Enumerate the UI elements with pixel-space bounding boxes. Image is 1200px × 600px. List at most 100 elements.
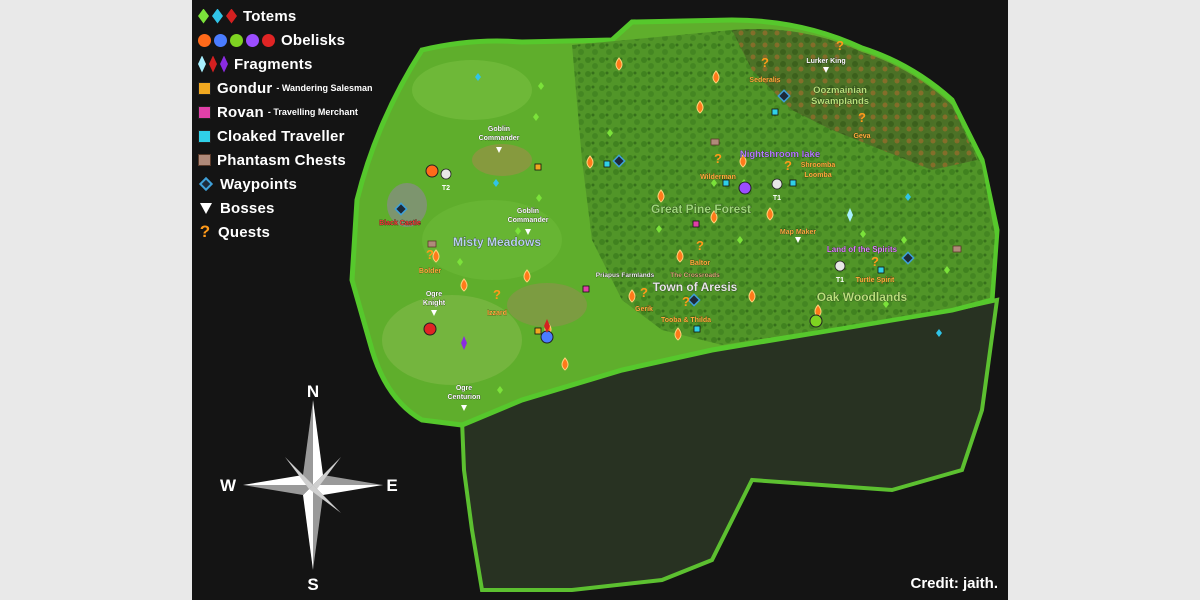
gondur-icon[interactable] — [534, 163, 542, 171]
green-totem-icon[interactable] — [656, 225, 662, 233]
boss-triangle-icon[interactable] — [525, 229, 531, 235]
obelisk-icon[interactable] — [809, 314, 823, 328]
gondur-square-icon — [198, 81, 211, 95]
rovan-icon[interactable] — [692, 220, 700, 228]
quest-tooba-thilda: Tooba & Thilda — [661, 317, 711, 324]
campfire-icon[interactable] — [696, 100, 704, 114]
skull-icon[interactable] — [834, 260, 846, 272]
cyan-totem-icon[interactable] — [493, 179, 499, 187]
boss-triangle-icon[interactable] — [431, 310, 437, 316]
quest-icon[interactable]: ? — [784, 158, 792, 173]
cyan-totem-icon[interactable] — [475, 73, 481, 81]
quest-icon[interactable]: ? — [871, 254, 879, 269]
compass-rose: N S E W — [220, 382, 398, 594]
rovan-icon[interactable] — [582, 285, 590, 293]
boss-goblin-commander-1-a: Goblin — [488, 126, 510, 133]
cloaked-traveller-icon[interactable] — [789, 179, 797, 187]
campfire-icon[interactable] — [766, 207, 774, 221]
red-obelisk-icon — [262, 33, 275, 47]
campfire-icon[interactable] — [586, 155, 594, 169]
chest-icon — [198, 154, 211, 166]
green-totem-icon[interactable] — [497, 386, 503, 394]
fragment-icon[interactable] — [544, 319, 550, 333]
cloaked-traveller-icon[interactable] — [771, 108, 779, 116]
chest-icon[interactable] — [710, 138, 720, 146]
green-totem-icon[interactable] — [860, 230, 866, 238]
cloaked-traveller-icon[interactable] — [877, 266, 885, 274]
quest-icon[interactable]: ? — [761, 55, 769, 70]
cyan-totem-icon[interactable] — [936, 329, 942, 337]
boss-triangle-icon[interactable] — [823, 67, 829, 73]
quest-icon[interactable]: ? — [682, 294, 690, 309]
boss-triangle-icon[interactable] — [795, 237, 801, 243]
chest-icon[interactable] — [952, 245, 962, 253]
green-totem-icon[interactable] — [944, 266, 950, 274]
quest-gerik: Gerik — [635, 306, 653, 313]
green-totem-icon[interactable] — [533, 113, 539, 121]
cloaked-square-icon — [198, 129, 211, 143]
legend-bosses: Bosses — [198, 196, 373, 220]
skull-icon[interactable] — [771, 178, 783, 190]
obelisk-icon[interactable] — [738, 181, 752, 195]
quest-icon[interactable]: ? — [858, 110, 866, 125]
green-totem-icon[interactable] — [711, 179, 717, 187]
legend-obelisks: Obelisks — [198, 28, 373, 52]
campfire-icon[interactable] — [460, 278, 468, 292]
quest-icon[interactable]: ? — [836, 38, 844, 53]
boss-triangle-icon[interactable] — [461, 405, 467, 411]
compass-e: E — [386, 476, 397, 495]
region-oozmainian: Oozmainian — [813, 85, 867, 96]
campfire-icon[interactable] — [676, 249, 684, 263]
green-totem-icon[interactable] — [607, 129, 613, 137]
quest-icon[interactable]: ? — [426, 247, 434, 262]
quest-icon[interactable]: ? — [640, 285, 648, 300]
cyan-totem-icon[interactable] — [905, 193, 911, 201]
skull-icon[interactable] — [440, 168, 452, 180]
green-totem-icon[interactable] — [737, 236, 743, 244]
green-totem-icon[interactable] — [457, 258, 463, 266]
region-crossroads: The Crossroads — [670, 272, 720, 279]
campfire-icon[interactable] — [748, 289, 756, 303]
legend-totems: Totems — [198, 4, 373, 28]
waypoint-icon — [198, 176, 214, 192]
waypoint-icon[interactable] — [394, 202, 408, 216]
waypoint-icon[interactable] — [777, 89, 791, 103]
cloaked-traveller-icon[interactable] — [722, 179, 730, 187]
campfire-icon[interactable] — [432, 249, 440, 263]
green-totem-icon[interactable] — [515, 227, 521, 235]
green-obelisk-icon — [230, 33, 243, 47]
waypoint-icon[interactable] — [612, 154, 626, 168]
green-totem-icon[interactable] — [536, 194, 542, 202]
cloaked-traveller-icon[interactable] — [693, 325, 701, 333]
campfire-icon[interactable] — [615, 57, 623, 71]
obelisk-icon[interactable] — [423, 322, 437, 336]
campfire-icon[interactable] — [523, 269, 531, 283]
quest-icon[interactable]: ? — [696, 238, 704, 253]
obelisk-icon[interactable] — [425, 164, 439, 178]
credit-text: Credit: jaith. — [910, 575, 998, 592]
campfire-icon[interactable] — [628, 289, 636, 303]
campfire-icon[interactable] — [739, 154, 747, 168]
quest-shroomba: Shroomba — [801, 162, 836, 169]
green-totem-icon[interactable] — [883, 300, 889, 308]
green-totem-icon[interactable] — [901, 236, 907, 244]
quest-icon[interactable]: ? — [493, 287, 501, 302]
campfire-icon[interactable] — [712, 70, 720, 84]
fragment-icon[interactable] — [847, 208, 853, 222]
gondur-icon[interactable] — [534, 327, 542, 335]
campfire-icon[interactable] — [674, 327, 682, 341]
quest-icon[interactable]: ? — [714, 151, 722, 166]
green-totem-icon[interactable] — [538, 82, 544, 90]
waypoint-icon[interactable] — [901, 251, 915, 265]
cloaked-traveller-icon[interactable] — [603, 160, 611, 168]
legend-phantasm-chests: Phantasm Chests — [198, 148, 373, 172]
waypoint-icon[interactable] — [687, 293, 701, 307]
campfire-icon[interactable] — [561, 357, 569, 371]
chest-icon[interactable] — [427, 240, 437, 248]
fragment-icon[interactable] — [461, 336, 467, 350]
campfire-icon[interactable] — [710, 210, 718, 224]
swamp-area — [732, 28, 977, 170]
quest-icon: ? — [199, 222, 211, 241]
campfire-icon[interactable] — [657, 189, 665, 203]
boss-triangle-icon[interactable] — [496, 147, 502, 153]
